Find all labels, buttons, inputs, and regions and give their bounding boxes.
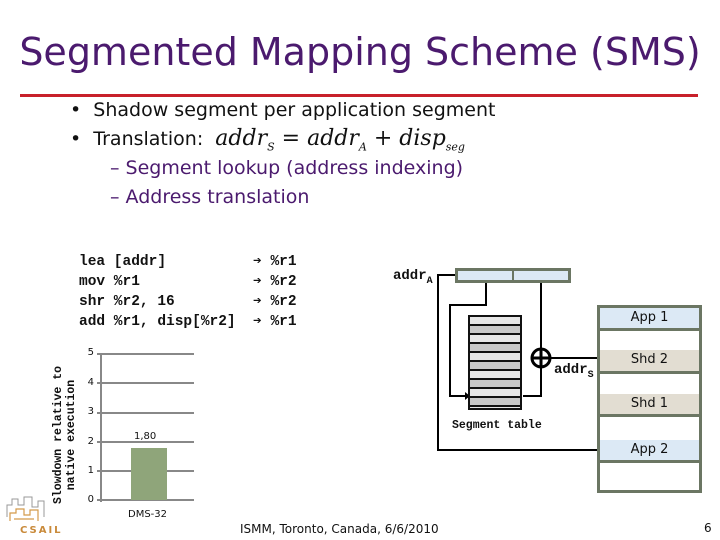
csail-building-icon xyxy=(6,496,45,521)
formula-lhs-sub: S xyxy=(267,140,275,154)
formula-rhs2: disp xyxy=(399,126,446,151)
code-line: mov %r1 ➔ %r2 xyxy=(79,272,297,292)
memory-block-app2: App 2 xyxy=(600,440,699,463)
csail-logo: CSAIL xyxy=(4,495,61,540)
translation-formula: addrS = addrA + dispseg xyxy=(215,126,465,154)
code-dest: %r1 xyxy=(270,254,297,270)
gridline xyxy=(97,382,194,384)
register-divider xyxy=(512,268,514,283)
addr-s-text: addr xyxy=(554,362,588,378)
y-tick: 2 xyxy=(87,436,94,447)
sub-bullet-segment-lookup: – Segment lookup (address indexing) xyxy=(110,157,464,179)
title-divider xyxy=(20,94,698,97)
addr-a-sub: A xyxy=(426,275,433,287)
y-tick: 5 xyxy=(87,347,94,358)
segment-table-label: Segment table xyxy=(452,419,542,432)
code-dest: %r2 xyxy=(270,294,297,310)
sub-bullet-address-translation: – Address translation xyxy=(110,186,310,208)
memory-block-app1: App 1 xyxy=(600,308,699,331)
footer-text: ISMM, Toronto, Canada, 6/6/2010 xyxy=(240,522,439,536)
arrow-icon: ➔ xyxy=(253,314,262,330)
bar-dms-32 xyxy=(131,448,167,500)
addr-s-sub: S xyxy=(587,369,594,381)
bullet-dot: • xyxy=(70,128,94,150)
gridline xyxy=(97,353,194,355)
arrow-icon: ➔ xyxy=(253,274,262,290)
addr-a-label: addrA xyxy=(393,268,433,287)
y-tick: 1 xyxy=(87,465,94,476)
formula-rhs1-sub: A xyxy=(358,140,367,154)
csail-text: CSAIL xyxy=(20,525,63,536)
page-number: 6 xyxy=(704,521,712,535)
code-instr: lea [addr] xyxy=(79,254,254,270)
memory-block-shd2: Shd 2 xyxy=(600,350,699,374)
formula-equals: = xyxy=(281,126,301,151)
y-tick: 0 xyxy=(87,494,94,505)
address-register xyxy=(455,268,571,283)
bar-data-label: 1,80 xyxy=(134,431,157,442)
code-line: lea [addr] ➔ %r1 xyxy=(79,252,297,272)
addr-s-label: addrS xyxy=(554,362,594,381)
y-axis xyxy=(100,353,102,502)
bullet-dot: • xyxy=(70,99,94,121)
arrow-icon: ➔ xyxy=(253,254,262,270)
chart-y-axis-label: Slowdown relative to native execution xyxy=(52,365,78,505)
y-tick: 3 xyxy=(87,406,94,417)
memory-layout: App 1 Shd 2 Shd 1 App 2 xyxy=(597,305,702,493)
formula-lhs: addr xyxy=(215,126,268,151)
bullet-text: Shadow segment per application segment xyxy=(93,99,496,121)
code-instr: shr %r2, 16 xyxy=(79,294,254,310)
slide-title: Segmented Mapping Scheme (SMS) xyxy=(19,30,701,74)
x-tick-label: DMS-32 xyxy=(128,509,168,520)
x-axis xyxy=(97,499,194,501)
bullet-text: Translation: xyxy=(93,128,204,150)
y-tick: 4 xyxy=(87,377,94,388)
formula-rhs1: addr xyxy=(307,126,359,151)
code-dest: %r2 xyxy=(270,274,297,290)
formula-rhs2-sub: seg xyxy=(445,140,465,154)
memory-block-gap xyxy=(600,463,699,490)
addr-a-text: addr xyxy=(393,268,427,284)
code-instr: add %r1, disp[%r2] xyxy=(79,314,254,330)
code-line: add %r1, disp[%r2] ➔ %r1 xyxy=(79,312,297,332)
arrow-icon: ➔ xyxy=(253,294,262,310)
gridline xyxy=(97,441,194,443)
segment-table xyxy=(468,315,522,410)
code-instr: mov %r1 xyxy=(79,274,254,290)
memory-block-shd1: Shd 1 xyxy=(600,394,699,417)
bullet-shadow-segment: • Shadow segment per application segment xyxy=(70,99,495,121)
formula-plus: + xyxy=(373,126,393,151)
bullet-translation: • Translation: addrS = addrA + dispseg xyxy=(70,126,465,153)
code-dest: %r1 xyxy=(270,314,297,330)
slowdown-chart: Slowdown relative to native execution 5 … xyxy=(0,340,240,540)
code-line: shr %r2, 16 ➔ %r2 xyxy=(79,292,297,312)
code-block: lea [addr] ➔ %r1 mov %r1 ➔ %r2 shr %r2, … xyxy=(79,252,297,332)
gridline xyxy=(97,412,194,414)
